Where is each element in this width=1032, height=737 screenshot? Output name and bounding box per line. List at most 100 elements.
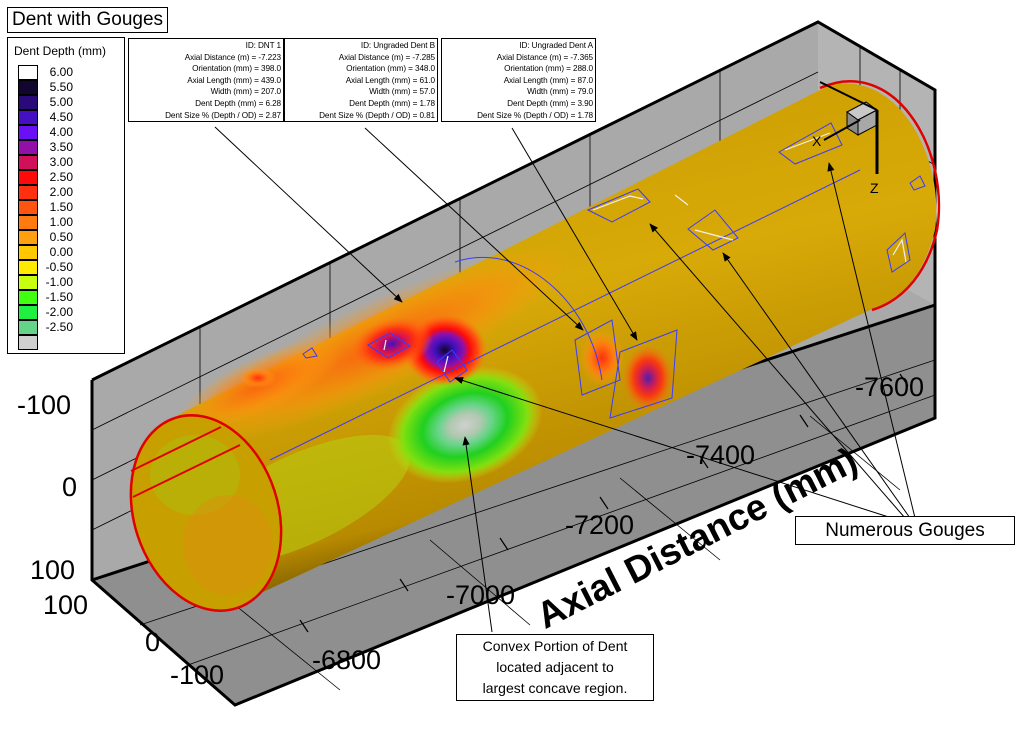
legend-swatch xyxy=(18,80,38,96)
triad-z-label: Z xyxy=(870,180,879,196)
legend-swatch xyxy=(18,125,38,141)
legend-label: -0.50 xyxy=(45,260,73,274)
color-legend: Dent Depth (mm) 6.00 5.50 5.00 4.50 4.00… xyxy=(7,37,125,354)
info-orientation: Orientation (mm) = 348.0 xyxy=(346,64,435,74)
depth-tick-label: -100 xyxy=(170,660,225,690)
info-id: ID: DNT 1 xyxy=(245,41,281,50)
legend-swatch xyxy=(18,185,38,201)
vertical-tick-label: 100 xyxy=(30,555,76,585)
depth-tick-label: 100 xyxy=(43,590,89,620)
legend-level: 5.00 xyxy=(18,95,118,111)
legend-swatch xyxy=(18,200,38,216)
convex-line-3: largest concave region. xyxy=(482,680,628,696)
info-width: Width (mm) = 207.0 xyxy=(210,87,281,97)
depth-tick-label: 0 xyxy=(145,627,161,657)
pipe-back-ring xyxy=(819,80,941,312)
legend-level: -1.50 xyxy=(18,290,118,306)
info-orientation: Orientation (mm) = 288.0 xyxy=(504,64,593,74)
axial-tick-label: -6800 xyxy=(312,645,382,675)
legend-level xyxy=(18,335,118,351)
legend-title: Dent Depth (mm) xyxy=(14,44,107,58)
legend-swatch xyxy=(18,65,38,81)
convex-line-1: Convex Portion of Dent xyxy=(482,638,628,654)
legend-label: 3.50 xyxy=(49,140,73,154)
vertical-tick-label: 0 xyxy=(62,472,78,502)
legend-swatch xyxy=(18,170,38,186)
legend-swatch xyxy=(18,95,38,111)
legend-level: 1.00 xyxy=(18,215,118,231)
legend-label: 5.00 xyxy=(49,95,73,109)
pipe-end-face xyxy=(129,414,283,612)
info-orientation: Orientation (mm) = 398.0 xyxy=(192,64,281,74)
legend-swatch xyxy=(18,230,38,246)
legend-label: 0.00 xyxy=(49,245,73,259)
legend-swatch xyxy=(18,335,38,351)
info-width: Width (mm) = 79.0 xyxy=(527,87,593,97)
info-box-dent-a: ID: Ungraded Dent A Axial Distance (m) =… xyxy=(441,38,596,123)
axial-tick-label: -7000 xyxy=(446,580,516,610)
info-dent-depth: Dent Depth (mm) = 3.90 xyxy=(507,98,593,108)
legend-level: 5.50 xyxy=(18,80,118,96)
plot-title: Dent with Gouges xyxy=(7,7,169,33)
legend-swatch xyxy=(18,140,38,156)
convex-line-2: located adjacent to xyxy=(496,659,614,675)
legend-label: -2.00 xyxy=(45,305,73,319)
legend-level: 4.50 xyxy=(18,110,118,126)
legend-label: -2.50 xyxy=(45,320,73,334)
info-dent-size: Dent Size % (Depth / OD) = 1.78 xyxy=(477,110,593,120)
triad-x-label: X xyxy=(812,133,822,149)
convex-callout: Convex Portion of Dent located adjacent … xyxy=(456,634,654,701)
axial-tick-label: -7400 xyxy=(686,440,756,470)
info-width: Width (mm) = 57.0 xyxy=(369,87,435,97)
legend-label: 4.00 xyxy=(49,125,73,139)
info-box-dnt1: ID: DNT 1 Axial Distance (m) = -7.223 Or… xyxy=(128,38,284,123)
info-box-dent-b: ID: Ungraded Dent B Axial Distance (m) =… xyxy=(284,38,438,123)
legend-label: 2.50 xyxy=(49,170,73,184)
legend-level: 0.00 xyxy=(18,245,118,261)
info-dent-depth: Dent Depth (mm) = 6.28 xyxy=(195,98,281,108)
legend-level: 3.00 xyxy=(18,155,118,171)
info-axial-distance: Axial Distance (m) = -7.223 xyxy=(184,52,281,62)
axis-triad xyxy=(819,81,879,174)
legend-level: 3.50 xyxy=(18,140,118,156)
info-dent-size: Dent Size % (Depth / OD) = 2.87 xyxy=(165,110,281,120)
info-axial-distance: Axial Distance (m) = -7.365 xyxy=(496,52,593,62)
axial-tick-label: -7600 xyxy=(855,372,925,402)
legend-swatch xyxy=(18,275,38,291)
legend-label: 0.50 xyxy=(49,230,73,244)
legend-label: 1.50 xyxy=(49,200,73,214)
info-dent-depth: Dent Depth (mm) = 1.78 xyxy=(349,98,435,108)
gouges-callout: Numerous Gouges xyxy=(795,516,1015,545)
legend-swatch xyxy=(18,155,38,171)
feature-outlines xyxy=(269,122,926,461)
info-axial-length: Axial Length (mm) = 61.0 xyxy=(345,75,435,85)
legend-label: 2.00 xyxy=(49,185,73,199)
legend-label: -1.50 xyxy=(45,290,73,304)
leader-lines xyxy=(214,126,916,633)
info-id: ID: Ungraded Dent B xyxy=(360,41,435,50)
legend-level: 4.00 xyxy=(18,125,118,141)
legend-level: -0.50 xyxy=(18,260,118,276)
legend-level: -2.00 xyxy=(18,305,118,321)
legend-label: -1.00 xyxy=(45,275,73,289)
legend-level: -1.00 xyxy=(18,275,118,291)
legend-swatch xyxy=(18,290,38,306)
legend-swatch xyxy=(18,215,38,231)
legend-swatch xyxy=(18,110,38,126)
legend-label: 3.00 xyxy=(49,155,73,169)
info-axial-length: Axial Length (mm) = 439.0 xyxy=(187,75,281,85)
info-axial-length: Axial Length (mm) = 87.0 xyxy=(503,75,593,85)
legend-swatch xyxy=(18,260,38,276)
legend-swatch xyxy=(18,320,38,336)
legend-level: -2.50 xyxy=(18,320,118,336)
legend-level: 1.50 xyxy=(18,200,118,216)
legend-level: 6.00 xyxy=(18,65,118,81)
legend-level: 2.00 xyxy=(18,185,118,201)
axial-tick-label: -7200 xyxy=(565,510,635,540)
gouge-markers xyxy=(383,132,907,373)
legend-label: 1.00 xyxy=(49,215,73,229)
info-dent-size: Dent Size % (Depth / OD) = 0.81 xyxy=(319,110,435,120)
legend-swatch xyxy=(18,305,38,321)
info-axial-distance: Axial Distance (m) = -7.285 xyxy=(338,52,435,62)
